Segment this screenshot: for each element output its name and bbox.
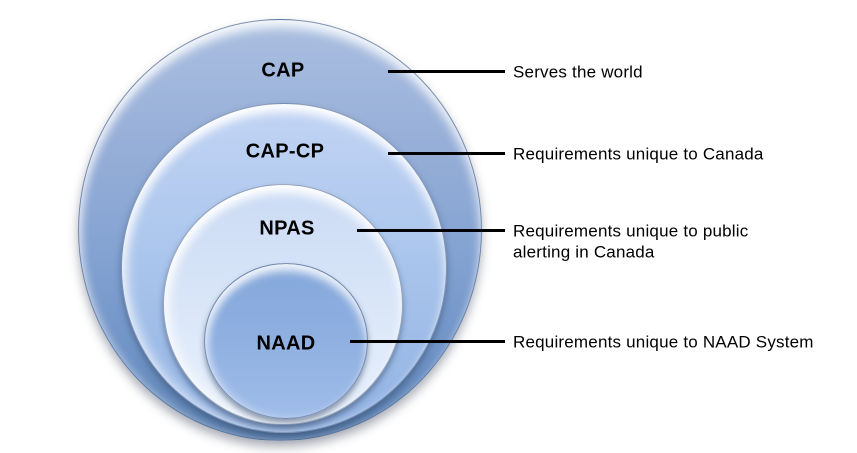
annotation-naad: Requirements unique to NAAD System: [513, 332, 814, 352]
leader-line-naad: [350, 340, 505, 343]
leader-line-npas: [357, 229, 505, 232]
leader-line-cap-cp: [388, 152, 505, 155]
ring-label-npas: NPAS: [259, 217, 315, 240]
ring-label-cap-cp: CAP-CP: [245, 140, 325, 163]
ring-label-cap: CAP: [261, 59, 305, 82]
annotation-npas: Requirements unique to public alerting i…: [513, 221, 749, 262]
ring-label-naad: NAAD: [256, 332, 316, 355]
annotation-cap-cp: Requirements unique to Canada: [513, 144, 764, 164]
leader-line-cap: [388, 70, 505, 73]
circle-naad: [204, 263, 368, 419]
annotation-cap: Serves the world: [513, 62, 643, 82]
